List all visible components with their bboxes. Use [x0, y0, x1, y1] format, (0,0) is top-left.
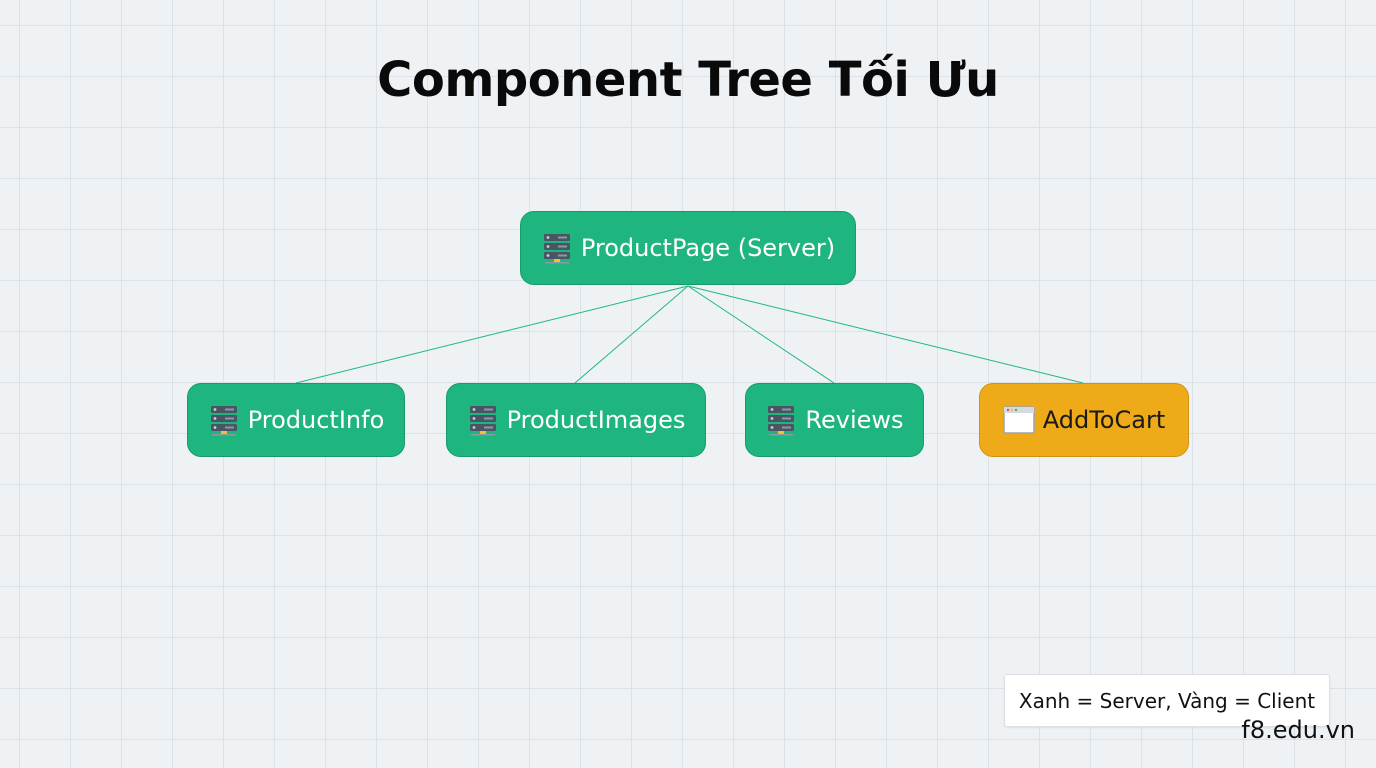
legend-text: Xanh = Server, Vàng = Client — [1018, 688, 1316, 713]
node-label: ProductPage (Server) — [580, 234, 836, 262]
edge-root-productinfo — [295, 285, 689, 384]
node-label: ProductInfo — [247, 406, 385, 434]
server-rack-icon — [543, 234, 570, 264]
diagram-title: Component Tree Tối Ưu — [377, 52, 999, 108]
server-rack-icon — [768, 406, 795, 436]
browser-window-icon — [1003, 406, 1035, 434]
edge-root-productimages — [574, 285, 689, 384]
node-label: AddToCart — [1042, 406, 1166, 434]
edge-root-addtocart — [687, 285, 1084, 384]
server-rack-icon — [469, 406, 496, 436]
node-addtocart: AddToCart — [979, 383, 1189, 457]
watermark: f8.edu.vn — [1241, 716, 1355, 744]
server-rack-icon — [210, 406, 237, 436]
node-label: Reviews — [805, 406, 904, 434]
legend-box: Xanh = Server, Vàng = Client — [1004, 674, 1330, 727]
node-productinfo: ProductInfo — [187, 383, 405, 457]
node-label: ProductImages — [506, 406, 686, 434]
node-productpage: ProductPage (Server) — [520, 211, 856, 285]
edge-root-reviews — [687, 285, 835, 384]
node-reviews: Reviews — [745, 383, 924, 457]
node-productimages: ProductImages — [446, 383, 706, 457]
